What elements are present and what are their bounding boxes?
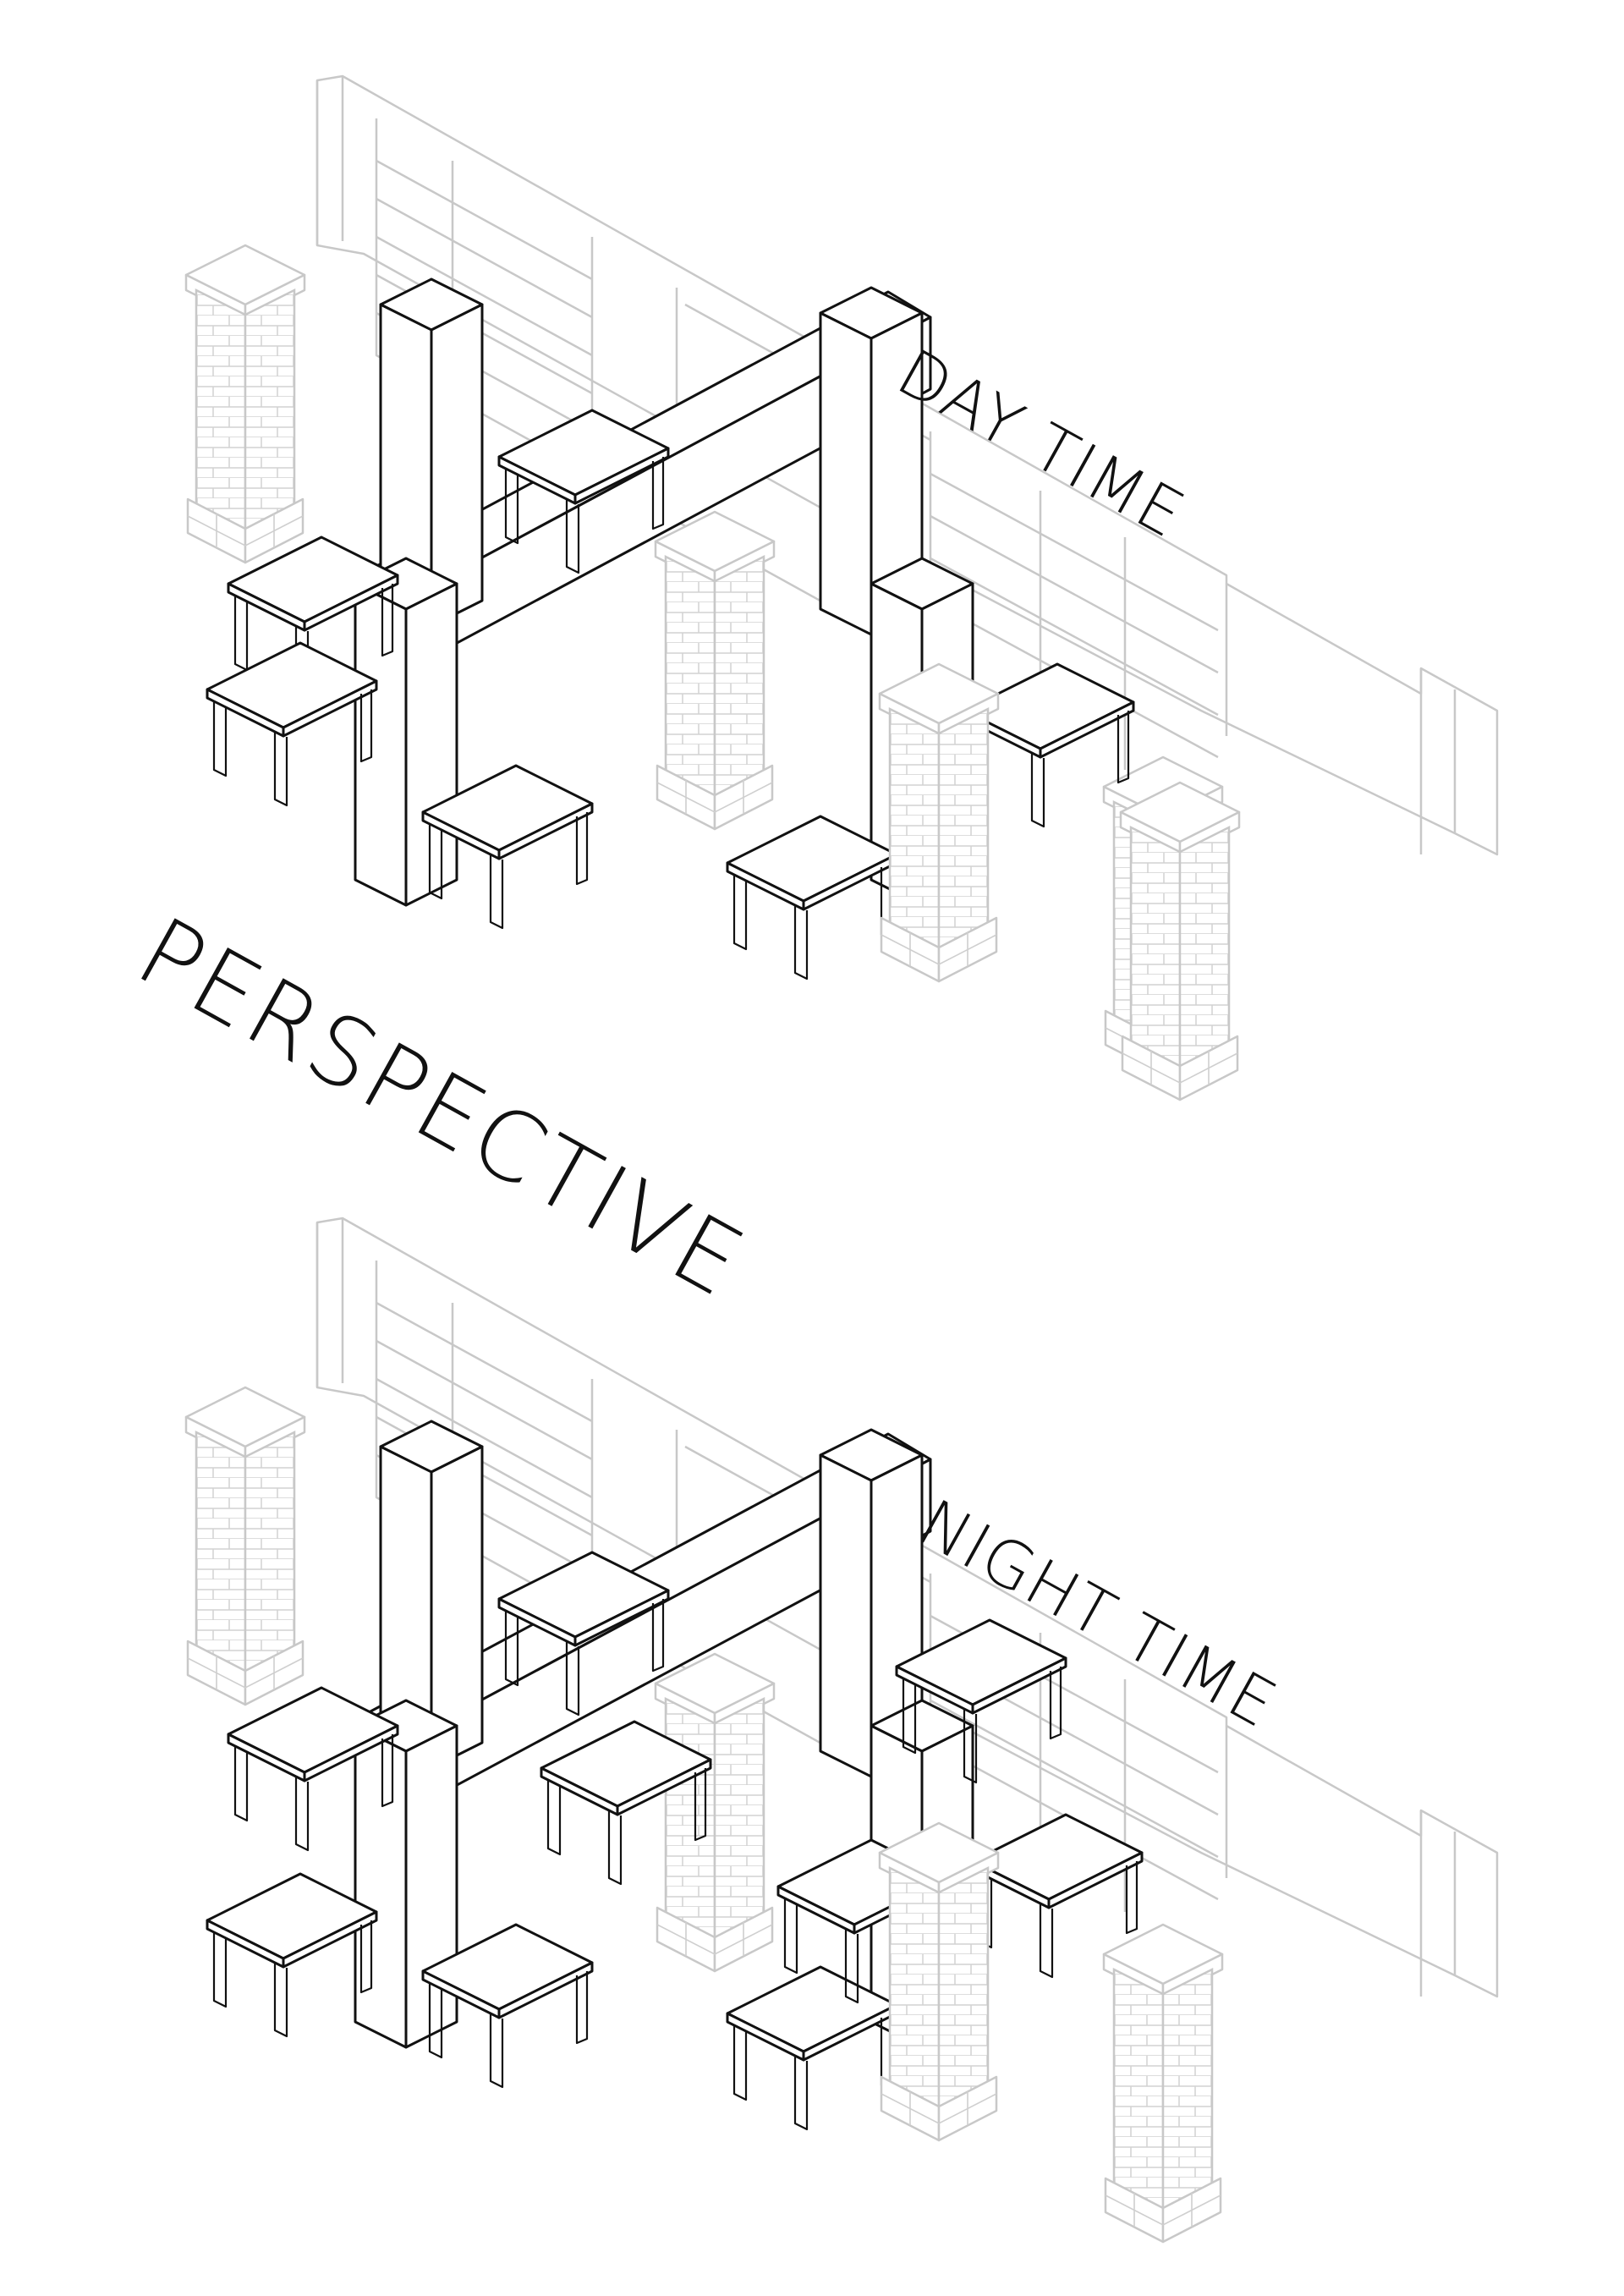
- day-view-drawing: [184, 74, 1499, 1101]
- brick-pillar: [654, 510, 776, 831]
- work-table: [206, 641, 378, 807]
- brick-pillar: [878, 1821, 1000, 2142]
- work-table: [726, 1965, 898, 2131]
- brick-pillar: [1102, 1923, 1224, 2244]
- work-table: [206, 1872, 378, 2038]
- brick-pillar: [184, 244, 306, 564]
- work-table: [726, 815, 898, 980]
- brick-pillar: [654, 1652, 776, 1973]
- night-view-drawing: [184, 1217, 1499, 2244]
- brick-pillar: [1119, 781, 1241, 1101]
- brick-pillar: [184, 1386, 306, 1706]
- brick-pillar: [878, 662, 1000, 983]
